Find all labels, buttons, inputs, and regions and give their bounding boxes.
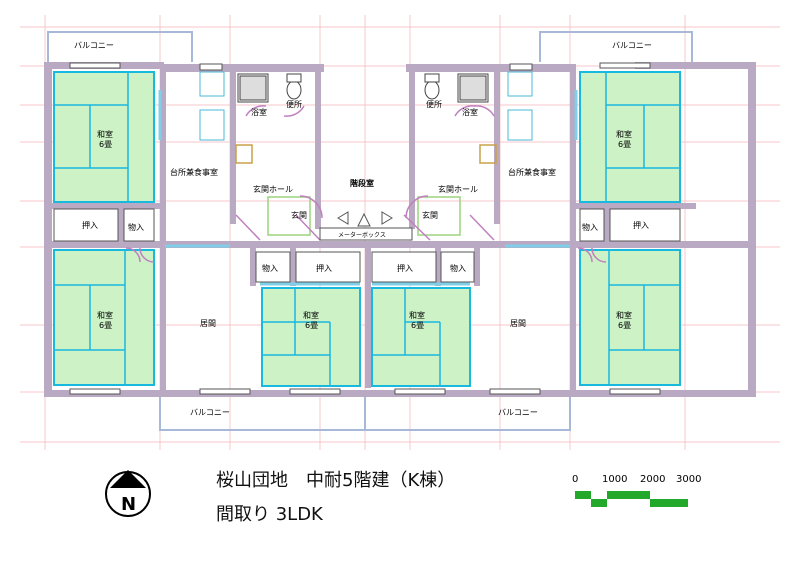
tatami-count-ne: 6畳 <box>618 140 631 149</box>
entrance-hall-label-left: 玄関ホール <box>253 184 293 194</box>
monoire-label-e: 物入 <box>582 222 598 232</box>
monoire-label-cr: 物入 <box>450 263 466 273</box>
monoire-label-w: 物入 <box>128 222 144 232</box>
tatami-count-nw: 6畳 <box>99 140 112 149</box>
bath-label-left: 浴室 <box>251 107 267 117</box>
living-label-left: 居間 <box>200 319 216 328</box>
door-swings <box>125 105 607 263</box>
monoire-label-cl: 物入 <box>262 263 278 273</box>
stair-arrows <box>337 211 393 227</box>
kitchen-label-right: 台所兼食事室 <box>508 167 556 177</box>
toilet-label-right: 便所 <box>426 99 442 109</box>
balcony-label-top-left: バルコニー <box>74 41 114 50</box>
entrance-label-right: 玄関 <box>422 210 438 220</box>
washitsu-label-sw: 和室 <box>97 310 113 320</box>
washitsu-label-cl: 和室 <box>303 310 319 320</box>
oshiire-label-cr: 押入 <box>397 263 413 273</box>
tatami-rooms <box>53 71 681 387</box>
scale-tick-1000: 1000 <box>602 474 628 485</box>
washitsu-label-cr: 和室 <box>409 310 425 320</box>
bath-label-right: 浴室 <box>462 107 478 117</box>
balcony-label-bottom-left: バルコニー <box>190 408 230 417</box>
stairwell-label: 階段室 <box>350 178 374 188</box>
windows <box>69 62 661 395</box>
scale-tick-3000: 3000 <box>676 474 702 485</box>
entrance-label-left: 玄関 <box>291 210 307 220</box>
washitsu-label-ne: 和室 <box>616 129 632 139</box>
tatami-count-cl: 6畳 <box>305 321 318 330</box>
entrance-floors <box>267 196 461 236</box>
scale-tick-2000: 2000 <box>640 474 666 485</box>
scale-tick-0: 0 <box>572 474 579 485</box>
closets <box>53 208 681 283</box>
scale-bar <box>575 491 688 507</box>
oshiire-label-w: 押入 <box>82 220 98 230</box>
oshiire-label-e: 押入 <box>633 220 649 230</box>
kitchen-label-left: 台所兼食事室 <box>170 167 218 177</box>
fixtures <box>237 73 489 103</box>
washitsu-label-se: 和室 <box>616 310 632 320</box>
meter-box-label: メーターボックス <box>338 231 386 239</box>
balcony-label-bottom-right: バルコニー <box>498 408 538 417</box>
page-subtitle: 間取り 3LDK <box>216 504 323 525</box>
oshiire-label-cl: 押入 <box>316 263 332 273</box>
washitsu-label-nw: 和室 <box>97 129 113 139</box>
meter-box <box>319 227 413 241</box>
balcony-label-top-right: バルコニー <box>612 41 652 50</box>
tatami-count-cr: 6畳 <box>411 321 424 330</box>
toilet-label-left: 便所 <box>286 99 302 109</box>
balconies <box>47 31 693 431</box>
tatami-count-sw: 6畳 <box>99 321 112 330</box>
tatami-divisions <box>54 72 680 386</box>
kitchen-counters <box>199 71 533 141</box>
sliding-doors <box>158 90 578 286</box>
north-arrow: N <box>105 470 151 517</box>
washing-machine-spots <box>235 144 497 164</box>
north-label: N <box>121 494 136 515</box>
entrance-hall-label-right: 玄関ホール <box>438 184 478 194</box>
living-label-right: 居間 <box>510 319 526 328</box>
tatami-count-se: 6畳 <box>618 321 631 330</box>
page-title: 桜山団地 中耐5階建（K棟） <box>216 470 456 491</box>
